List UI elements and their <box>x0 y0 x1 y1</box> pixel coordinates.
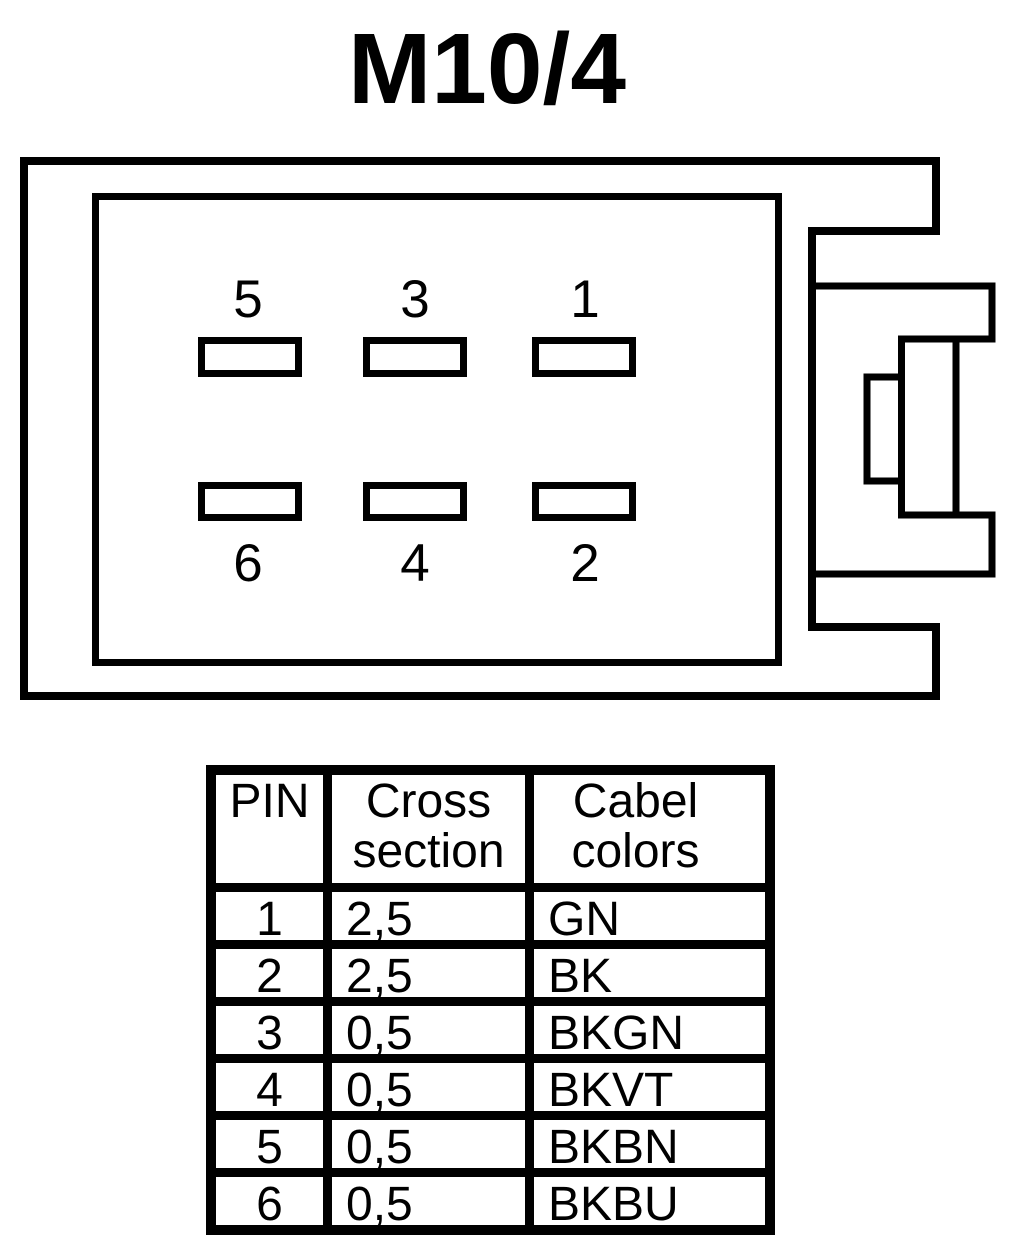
pin-slot-2 <box>532 482 636 521</box>
column-header-pin-label: PIN <box>229 775 310 828</box>
table-row-2-cross-section: 2,5 <box>332 949 525 1001</box>
column-header-cable-colors-line2: colors <box>571 825 700 878</box>
pin-slot-4 <box>363 482 467 521</box>
table-row-6-pin: 6 <box>216 1177 323 1229</box>
pin-label-5: 5 <box>233 270 262 329</box>
column-header-cable-colors: Cabel colors <box>534 775 765 883</box>
column-header-cross-section-line1: Cross <box>365 775 492 828</box>
table-row-5-pin: 5 <box>216 1120 323 1172</box>
pin-slot-5 <box>198 337 302 377</box>
table-row-2-cable-color: BK <box>534 949 765 1001</box>
column-header-pin: PIN <box>216 775 323 883</box>
table-row-4-pin: 4 <box>216 1063 323 1115</box>
connector-lock-bar <box>898 335 960 519</box>
pin-slot-6 <box>198 482 302 521</box>
connector-title: M10/4 <box>348 13 626 125</box>
table-row-3-cross-section: 0,5 <box>332 1006 525 1058</box>
table-row-1-cable-color: GN <box>534 892 765 944</box>
pin-label-4: 4 <box>400 534 429 593</box>
pin-slot-3 <box>363 337 467 377</box>
table-row-5-cable-color: BKBN <box>534 1120 765 1172</box>
connector-housing-outline <box>20 157 940 700</box>
pin-label-2: 2 <box>570 534 599 593</box>
pin-label-3: 3 <box>400 270 429 329</box>
table-row-2-pin: 2 <box>216 949 323 1001</box>
table-row-1-cross-section: 2,5 <box>332 892 525 944</box>
pinout-table: PIN Cross section Cabel colors 1 2,5 GN … <box>206 765 775 1235</box>
column-header-cable-colors-line1: Cabel <box>572 775 699 828</box>
table-row-6-cable-color: BKBU <box>534 1177 765 1229</box>
column-header-cross-section-line2: section <box>352 825 505 878</box>
table-row-4-cross-section: 0,5 <box>332 1063 525 1115</box>
pin-slot-1 <box>532 337 636 377</box>
table-row-1-pin: 1 <box>216 892 323 944</box>
table-row-5-cross-section: 0,5 <box>332 1120 525 1172</box>
table-row-3-pin: 3 <box>216 1006 323 1058</box>
pin-label-6: 6 <box>233 534 262 593</box>
table-row-3-cable-color: BKGN <box>534 1006 765 1058</box>
connector-key-block <box>863 373 905 485</box>
connector-inner-face <box>92 193 782 666</box>
table-row-6-cross-section: 0,5 <box>332 1177 525 1229</box>
table-row-4-cable-color: BKVT <box>534 1063 765 1115</box>
column-header-cross-section: Cross section <box>332 775 525 883</box>
pin-label-1: 1 <box>570 270 599 329</box>
